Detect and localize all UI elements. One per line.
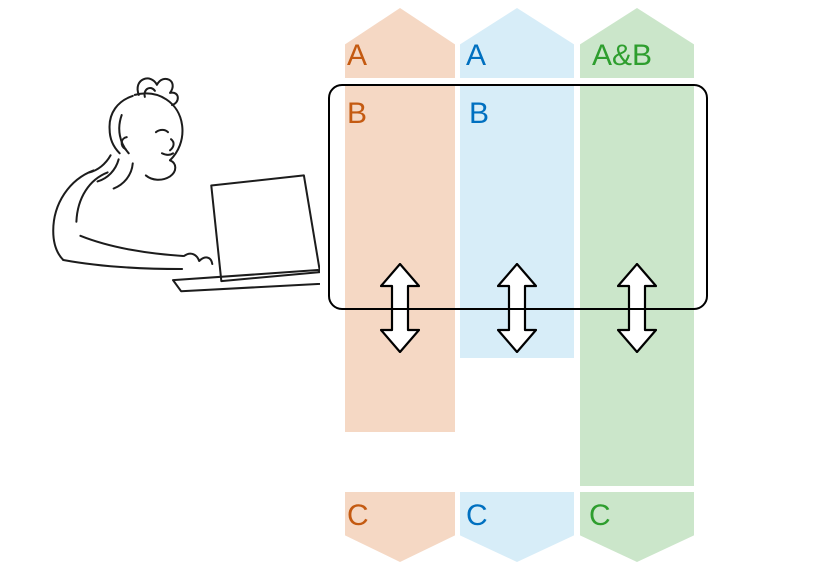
column-ab-header-label: A&B bbox=[592, 39, 653, 72]
column-a-body-shape bbox=[345, 86, 455, 432]
column-b-header-label: A bbox=[466, 39, 487, 72]
column-a-footer-label: C bbox=[347, 499, 369, 532]
selection-box bbox=[328, 84, 708, 310]
column-b-footer-label: C bbox=[466, 499, 488, 532]
person-at-laptop-illustration bbox=[52, 77, 320, 293]
column-a-box-label: B bbox=[347, 97, 368, 130]
column-a-header-label: A bbox=[347, 39, 368, 72]
column-b-box-label: B bbox=[469, 97, 490, 130]
laptop-base-sketch bbox=[172, 269, 320, 293]
column-ab-footer-label: C bbox=[589, 499, 611, 532]
laptop-screen-sketch bbox=[210, 174, 320, 283]
